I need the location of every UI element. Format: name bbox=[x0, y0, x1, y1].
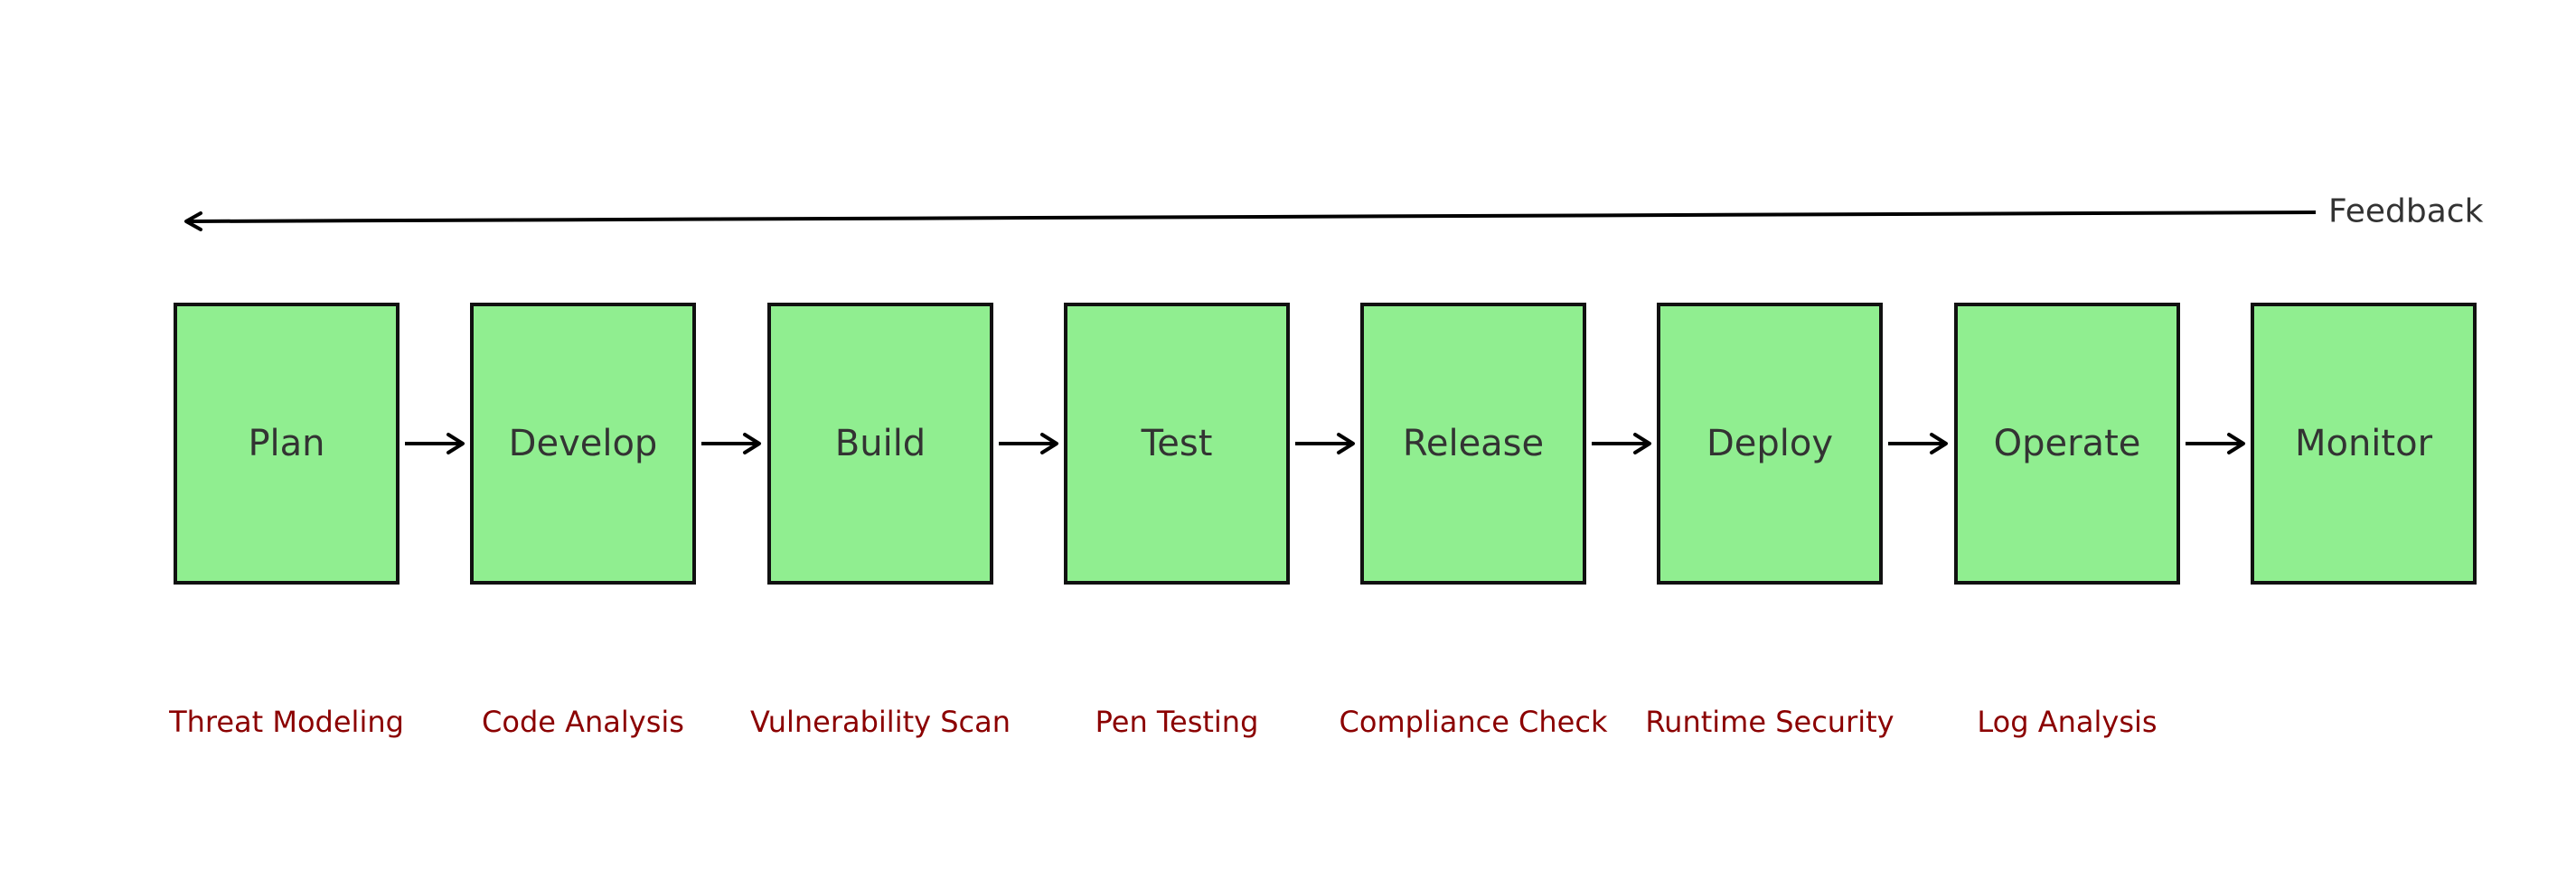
stage-release: Release Compliance Check bbox=[1340, 303, 1608, 739]
stage-test: Test Pen Testing bbox=[1064, 303, 1290, 739]
stage-box bbox=[2251, 303, 2477, 585]
stage-operate: Operate Log Analysis bbox=[1954, 303, 2180, 739]
stage-label: Operate bbox=[1994, 423, 2141, 464]
security-label: Pen Testing bbox=[1095, 705, 1259, 739]
flow-arrow bbox=[1592, 433, 1651, 454]
feedback-label: Feedback bbox=[2328, 193, 2484, 230]
stage-label: Monitor bbox=[2295, 423, 2433, 464]
stage-build: Build Vulnerability Scan bbox=[750, 303, 1011, 739]
stage-box bbox=[1657, 303, 1883, 585]
stage-plan: Plan Threat Modeling bbox=[168, 303, 404, 739]
stage-deploy: Deploy Runtime Security bbox=[1645, 303, 1894, 739]
stage-label: Test bbox=[1141, 423, 1213, 464]
stage-develop: Develop Code Analysis bbox=[470, 303, 696, 739]
stage-label: Plan bbox=[248, 423, 324, 464]
flow-arrow bbox=[701, 433, 761, 454]
stage-label: Develop bbox=[509, 423, 658, 464]
flow-arrow bbox=[1295, 433, 1355, 454]
stage-label: Release bbox=[1403, 423, 1544, 464]
security-label: Threat Modeling bbox=[168, 705, 404, 739]
flow-arrow bbox=[2186, 433, 2245, 454]
stage-box bbox=[1954, 303, 2180, 585]
feedback-loop: Feedback bbox=[184, 193, 2484, 231]
feedback-arrow-line bbox=[189, 211, 2317, 223]
stage-box bbox=[1064, 303, 1290, 585]
stage-box bbox=[470, 303, 696, 585]
stage-box bbox=[1360, 303, 1586, 585]
security-label: Log Analysis bbox=[1977, 705, 2157, 739]
stage-box bbox=[174, 303, 400, 585]
stage-box bbox=[767, 303, 993, 585]
stage-label: Deploy bbox=[1706, 423, 1833, 464]
security-label: Runtime Security bbox=[1645, 705, 1894, 739]
stage-monitor: Monitor bbox=[2251, 303, 2477, 585]
stage-label: Build bbox=[835, 423, 926, 464]
feedback-arrow-head bbox=[184, 211, 202, 231]
security-label: Compliance Check bbox=[1340, 705, 1608, 739]
security-label: Vulnerability Scan bbox=[750, 705, 1011, 739]
flow-arrow bbox=[1888, 433, 1948, 454]
flow-arrow bbox=[999, 433, 1058, 454]
flow-arrow bbox=[405, 433, 465, 454]
security-label: Code Analysis bbox=[482, 705, 684, 739]
